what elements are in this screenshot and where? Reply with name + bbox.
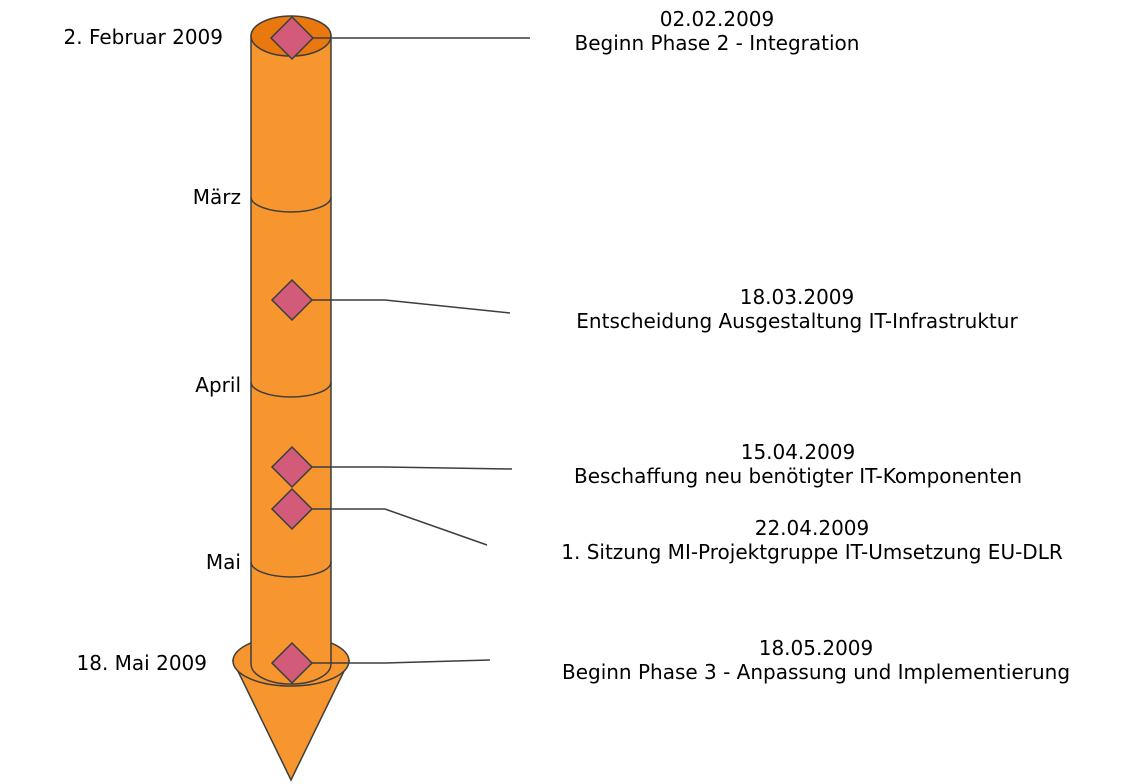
connector-line-5	[292, 659, 491, 664]
month-label-maerz: März	[192, 185, 241, 209]
connector-line-4	[292, 508, 488, 546]
milestone-date: 18.03.2009	[739, 285, 855, 309]
milestone-title: Entscheidung Ausgestaltung IT-Infrastruk…	[576, 309, 1018, 333]
milestone-date: 15.04.2009	[740, 440, 856, 464]
milestone-diamond-4	[270, 487, 314, 531]
milestone-text-4: 22.04.2009 1. Sitzung MI-Projektgruppe I…	[492, 516, 1132, 564]
milestone-title: 1. Sitzung MI-Projektgruppe IT-Umsetzung…	[561, 540, 1063, 564]
milestone-title: Beschaffung neu benötigter IT-Komponente…	[573, 464, 1023, 488]
start-date-label: 2. Februar 2009	[63, 25, 223, 49]
milestone-text-3: 15.04.2009 Beschaffung neu benötigter IT…	[498, 440, 1098, 488]
milestone-text-1: 02.02.2009 Beginn Phase 2 - Integration	[517, 7, 917, 55]
connector-line-2	[292, 299, 511, 314]
milestone-text-5: 18.05.2009 Beginn Phase 3 - Anpassung un…	[496, 636, 1136, 684]
month-label-april: April	[195, 373, 241, 397]
milestone-title: Beginn Phase 3 - Anpassung und Implement…	[561, 660, 1071, 684]
milestone-date: 22.04.2009	[754, 516, 870, 540]
milestone-diamond-1	[269, 15, 315, 61]
month-separator-maerz	[250, 196, 332, 213]
milestone-text-2: 18.03.2009 Entscheidung Ausgestaltung IT…	[497, 285, 1097, 333]
milestone-date: 02.02.2009	[659, 7, 775, 31]
milestone-title: Beginn Phase 2 - Integration	[574, 31, 860, 55]
month-separator-april	[250, 381, 332, 398]
milestone-diamond-2	[270, 278, 314, 322]
milestone-diamond-5	[270, 641, 314, 685]
milestone-date: 18.05.2009	[758, 636, 874, 660]
timeline-shaft	[250, 35, 332, 685]
month-separator-mai	[250, 561, 332, 578]
milestone-diamond-3	[270, 445, 314, 489]
connector-line-3	[292, 466, 513, 470]
end-date-label: 18. Mai 2009	[76, 651, 208, 675]
month-label-mai: Mai	[205, 550, 241, 574]
